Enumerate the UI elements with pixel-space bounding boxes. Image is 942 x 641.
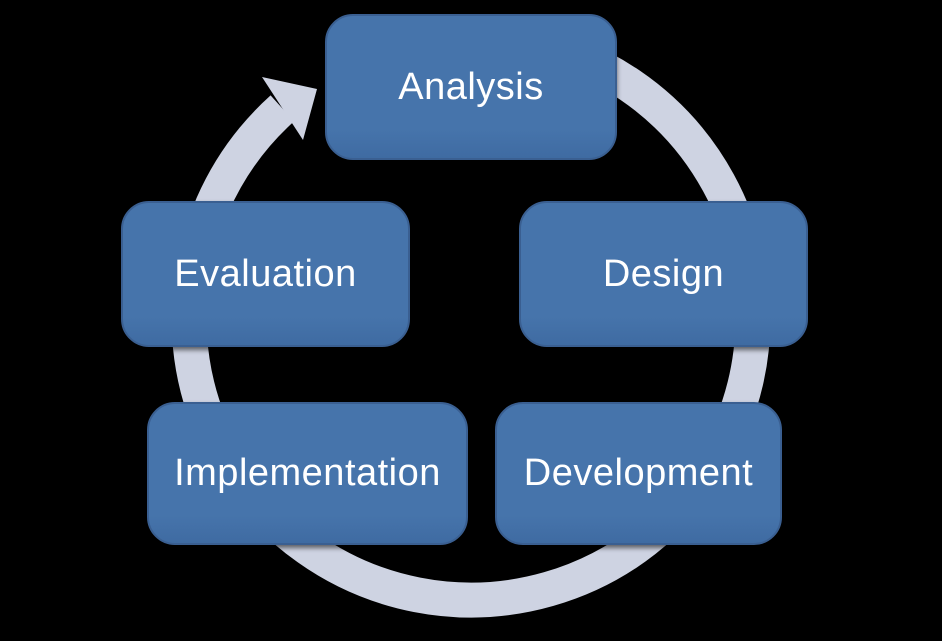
stage-implementation-label: Implementation [174,452,441,494]
stage-evaluation-label: Evaluation [174,252,357,295]
cycle-arrowhead-icon [262,77,317,140]
stage-design-label: Design [602,252,725,295]
stage-analysis: Analysis [325,14,617,160]
stage-development: Development [495,402,782,545]
stage-design: Design [519,201,808,347]
stage-implementation: Implementation [147,402,468,545]
stage-evaluation: Evaluation [121,201,410,347]
stage-analysis-label: Analysis [398,65,544,108]
stage-development-label: Development [523,452,754,494]
